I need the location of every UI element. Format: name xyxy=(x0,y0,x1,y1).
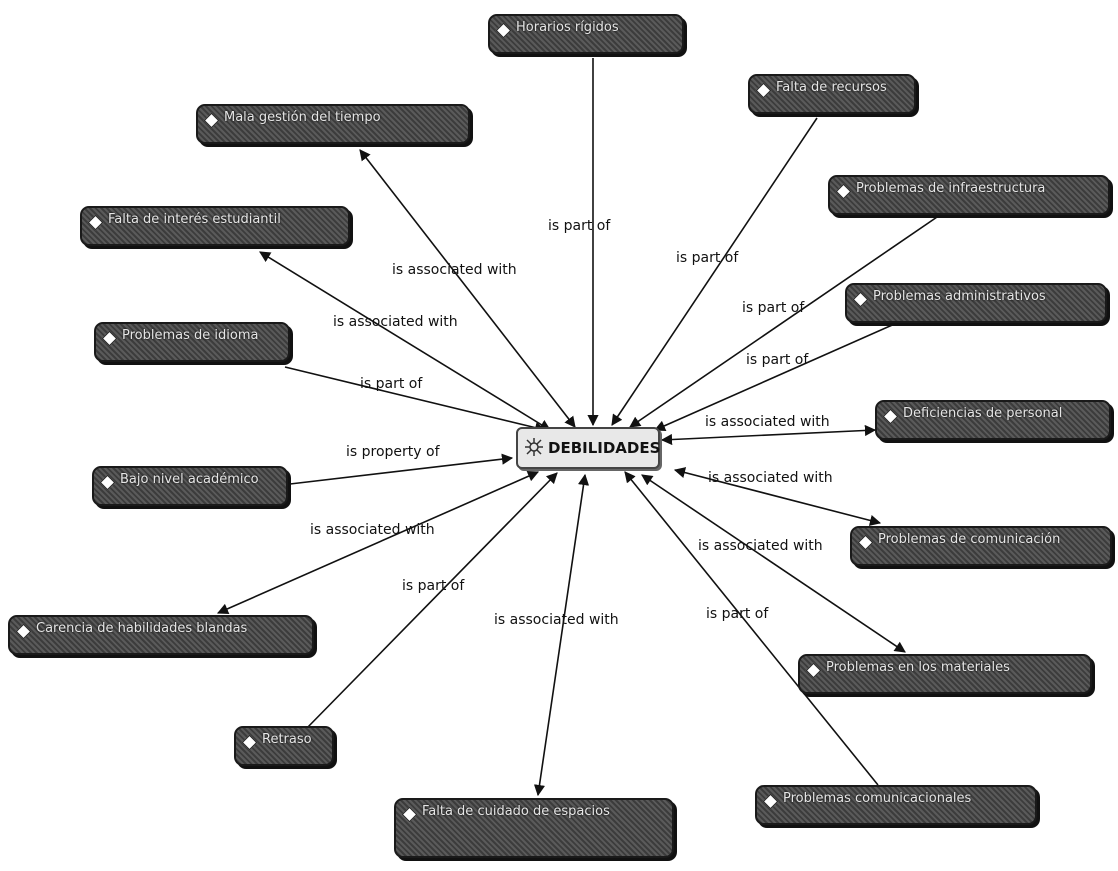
edge-label: is part of xyxy=(360,376,423,392)
concept-node[interactable]: Retraso xyxy=(234,726,334,766)
edge-label: is associated with xyxy=(333,314,458,330)
diamond-icon xyxy=(401,806,418,823)
edge-label: is property of xyxy=(346,444,440,460)
edge-label: is part of xyxy=(742,300,805,316)
edge-line xyxy=(289,453,514,485)
concept-node[interactable]: Bajo nivel académico xyxy=(92,466,288,506)
edge-label: is associated with xyxy=(310,522,435,538)
diamond-icon xyxy=(101,330,118,347)
concept-hub-icon xyxy=(525,438,543,456)
edge-line xyxy=(624,471,879,786)
diamond-icon xyxy=(755,82,772,99)
edge-line xyxy=(611,117,818,426)
diamond-icon xyxy=(852,291,869,308)
central-concept-label: DEBILIDADES xyxy=(548,439,661,457)
node-label: Falta de cuidado de espacios xyxy=(422,804,610,819)
edge-line xyxy=(533,473,590,797)
node-label: Mala gestión del tiempo xyxy=(224,110,381,125)
diamond-icon xyxy=(835,183,852,200)
node-label: Falta de recursos xyxy=(776,80,887,95)
concept-node[interactable]: Deficiencias de personal xyxy=(875,400,1111,440)
diamond-icon xyxy=(882,408,899,425)
node-label: Problemas en los materiales xyxy=(826,660,1010,675)
node-label: Problemas administrativos xyxy=(873,289,1046,304)
diamond-icon xyxy=(241,734,258,751)
edge-line xyxy=(629,214,941,428)
concept-node[interactable]: Problemas de infraestructura xyxy=(828,175,1110,215)
diamond-icon xyxy=(15,623,32,640)
concept-node[interactable]: Problemas administrativos xyxy=(845,283,1107,323)
diamond-icon xyxy=(857,534,874,551)
concept-node[interactable]: Problemas de idioma xyxy=(94,322,290,362)
node-label: Problemas de comunicación xyxy=(878,532,1061,547)
concept-node[interactable]: Horarios rígidos xyxy=(488,14,684,54)
edge-label: is part of xyxy=(746,352,809,368)
edge-label: is associated with xyxy=(708,470,833,486)
node-label: Problemas de infraestructura xyxy=(856,181,1046,196)
concept-node[interactable]: Problemas de comunicación xyxy=(850,526,1112,566)
edge-line xyxy=(259,251,551,431)
node-label: Carencia de habilidades blandas xyxy=(36,621,248,636)
edge-line xyxy=(359,149,576,428)
diamond-icon xyxy=(805,662,822,679)
concept-node[interactable]: Problemas comunicacionales xyxy=(755,785,1037,825)
edge-line xyxy=(216,470,540,615)
edge-label: is associated with xyxy=(698,538,823,554)
diamond-icon xyxy=(495,22,512,39)
edge-line xyxy=(660,424,877,446)
concept-node[interactable]: Carencia de habilidades blandas xyxy=(8,615,314,655)
edge-label: is associated with xyxy=(705,414,830,430)
node-label: Problemas comunicacionales xyxy=(783,791,972,806)
node-label: Problemas de idioma xyxy=(122,328,259,343)
node-label: Bajo nivel académico xyxy=(120,472,259,487)
edge-line xyxy=(641,474,906,653)
edge-label: is part of xyxy=(676,250,739,266)
edge-line xyxy=(304,472,558,731)
concept-node[interactable]: Falta de interés estudiantil xyxy=(80,206,350,246)
edge-label: is associated with xyxy=(392,262,517,278)
edge-label: is part of xyxy=(706,606,769,622)
edge-label: is part of xyxy=(402,578,465,594)
concept-node[interactable]: Mala gestión del tiempo xyxy=(196,104,470,144)
concept-node[interactable]: Problemas en los materiales xyxy=(798,654,1092,694)
diamond-icon xyxy=(87,214,104,231)
node-label: Falta de interés estudiantil xyxy=(108,212,281,227)
node-label: Deficiencias de personal xyxy=(903,406,1063,421)
node-label: Retraso xyxy=(262,732,312,747)
node-label: Horarios rígidos xyxy=(516,20,619,35)
diamond-icon xyxy=(762,793,779,810)
central-concept-node[interactable]: DEBILIDADES xyxy=(516,427,660,469)
diamond-icon xyxy=(99,474,116,491)
diamond-icon xyxy=(203,112,220,129)
concept-node[interactable]: Falta de cuidado de espacios xyxy=(394,798,674,858)
edge-line xyxy=(653,314,916,432)
concept-node[interactable]: Falta de recursos xyxy=(748,74,916,114)
edge-label: is part of xyxy=(548,218,611,234)
edge-label: is associated with xyxy=(494,612,619,628)
